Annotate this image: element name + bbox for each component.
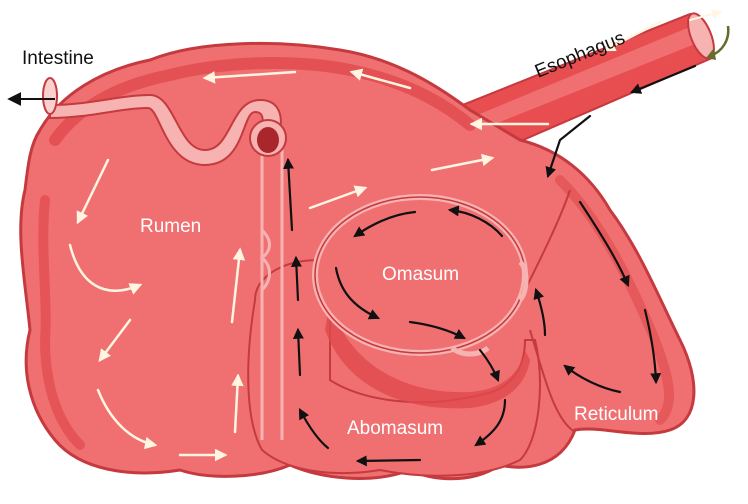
label-reticulum: Reticulum xyxy=(574,404,658,425)
cream-flow-arrows xyxy=(68,9,722,462)
abomasum-region xyxy=(247,259,541,477)
label-intestine: Intestine xyxy=(22,48,94,69)
label-omasum: Omasum xyxy=(382,264,459,285)
omasum-ring xyxy=(312,194,529,357)
esophagus-input-arrow xyxy=(706,25,730,60)
label-abomasum: Abomasum xyxy=(347,418,443,439)
intestine-tube xyxy=(42,77,287,440)
label-rumen: Rumen xyxy=(140,216,201,237)
black-flow-arrows xyxy=(283,64,697,467)
